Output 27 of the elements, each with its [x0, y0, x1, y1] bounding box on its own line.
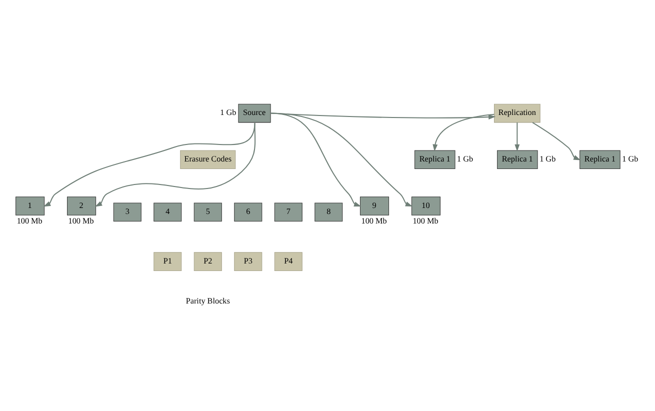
- label: Parity Blocks: [186, 296, 230, 306]
- node-label: 100 Mb: [68, 216, 94, 226]
- node-box: P2: [194, 252, 222, 270]
- node-box: 8: [314, 202, 343, 222]
- node-label: 1 Gb: [622, 154, 638, 164]
- node-box: P4: [274, 252, 302, 270]
- node-box: P1: [154, 252, 182, 270]
- node-box: 7: [274, 202, 302, 222]
- arrow: [432, 113, 494, 151]
- arrow: [532, 122, 581, 160]
- node-label: 1 Gb: [220, 108, 236, 117]
- node-box: 3: [113, 202, 142, 222]
- arrow: [94, 122, 256, 206]
- node-box: Erasure Codes: [180, 150, 236, 169]
- node-box: Replication: [494, 103, 540, 122]
- node-box: 5: [194, 202, 222, 222]
- node-box: 4: [154, 202, 182, 222]
- node-label: 1 Gb: [540, 154, 556, 164]
- arrow: [271, 112, 413, 206]
- arrow: [43, 122, 256, 206]
- node-box: P3: [234, 252, 262, 270]
- node-box: 6: [234, 202, 262, 222]
- node-label: 100 Mb: [361, 216, 387, 226]
- node-label: 1 Gb: [457, 154, 474, 164]
- arrow: [514, 122, 520, 151]
- node-label: 100 Mb: [412, 216, 438, 226]
- node-label: 100 Mb: [16, 216, 42, 226]
